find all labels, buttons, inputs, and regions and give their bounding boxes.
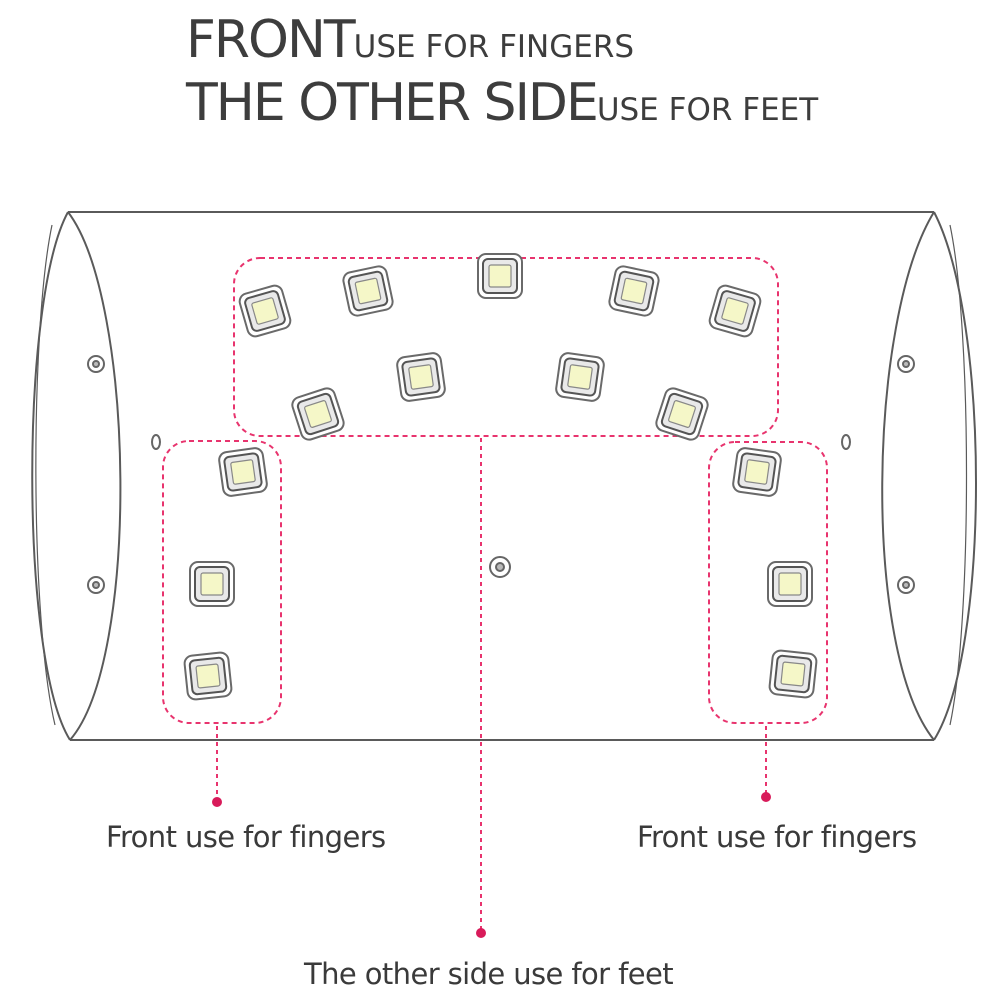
callout-left-fingers: Front use for fingers xyxy=(106,820,386,854)
right-finger-leds xyxy=(731,446,819,700)
led xyxy=(217,446,269,498)
led xyxy=(236,282,294,340)
led xyxy=(767,648,819,700)
right-leader-dot xyxy=(761,792,771,802)
feet-leds xyxy=(236,253,764,443)
heading-front-use: USE FOR FINGERS xyxy=(353,29,635,65)
screw-holes xyxy=(87,355,915,594)
led xyxy=(340,263,396,319)
led xyxy=(606,263,662,319)
feet-leader-dot xyxy=(476,928,486,938)
led xyxy=(731,446,783,498)
led xyxy=(653,385,711,443)
heading-other-side: THE OTHER SIDE xyxy=(186,73,599,133)
led xyxy=(189,561,235,607)
heading-line-other-side: THE OTHER SIDEUSE FOR FEET xyxy=(186,73,818,133)
callout-right-fingers: Front use for fingers xyxy=(637,820,917,854)
led xyxy=(477,253,523,299)
left-finger-led-region xyxy=(162,440,282,724)
callout-feet: The other side use for feet xyxy=(304,957,674,991)
led xyxy=(182,650,234,702)
heading-front: FRONT xyxy=(186,10,356,70)
left-finger-leds xyxy=(182,446,269,702)
left-leader-dot xyxy=(212,797,222,807)
heading-line-front: FRONTUSE FOR FINGERS xyxy=(186,10,634,70)
led xyxy=(395,351,447,403)
led xyxy=(706,282,764,340)
right-finger-led-region xyxy=(708,441,828,724)
led xyxy=(289,385,347,443)
lamp-body xyxy=(31,211,977,741)
heading-other-side-use: USE FOR FEET xyxy=(596,92,819,128)
led xyxy=(554,351,606,403)
heading: FRONTUSE FOR FINGERS THE OTHER SIDEUSE F… xyxy=(0,0,1000,150)
led xyxy=(767,561,813,607)
